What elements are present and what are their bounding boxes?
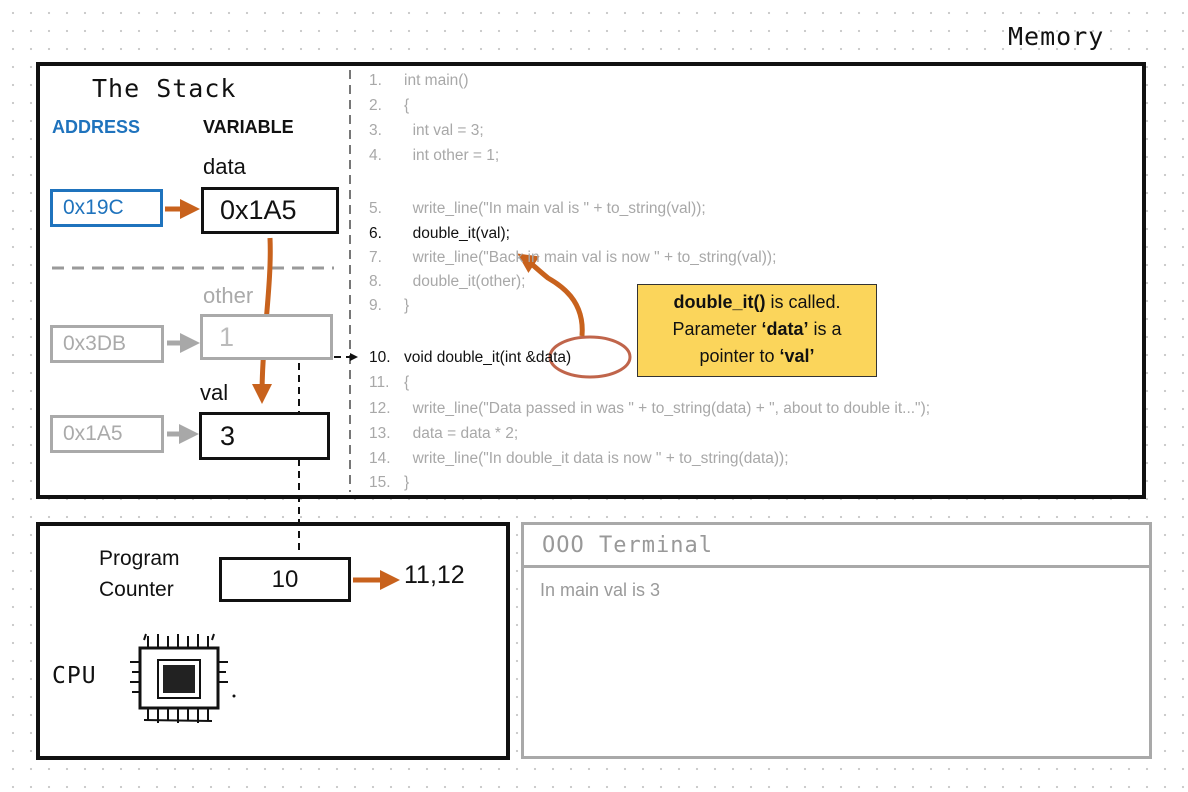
variable-name-other: other xyxy=(203,283,254,308)
code-line-current: 6. double_it(val); xyxy=(369,225,510,242)
variable-name-val: val xyxy=(200,380,229,405)
terminal-output: In main val is 3 xyxy=(540,580,661,600)
code-line: 4. int other = 1; xyxy=(369,147,500,164)
cpu-chip-icon xyxy=(130,633,236,723)
callout-note: double_it() is called. Parameter ‘data’ … xyxy=(637,284,877,377)
callout-line-3: pointer to ‘val’ xyxy=(699,346,815,366)
stack-title: The Stack xyxy=(92,74,237,103)
param-highlight-ellipse xyxy=(548,335,632,379)
cpu-label: CPU xyxy=(52,663,97,689)
value-box-other: 1 xyxy=(200,314,333,360)
code-line: 7. write_line("Back in main val is now "… xyxy=(369,249,777,266)
terminal-title-bar xyxy=(524,525,1149,568)
value-box-val: 3 xyxy=(199,412,330,460)
code-line: 14. write_line("In double_it data is now… xyxy=(369,450,789,467)
code-line: 15.} xyxy=(369,474,410,491)
code-line: 2.{ xyxy=(369,97,410,114)
code-line: 1.int main() xyxy=(369,72,469,89)
terminal-title: OOO Terminal xyxy=(542,533,713,558)
code-line-current: 10.void double_it(int &data) xyxy=(369,349,572,366)
callout-line-2: Parameter ‘data’ is a xyxy=(672,319,842,339)
code-line: 11.{ xyxy=(369,374,410,391)
code-line: 12. write_line("Data passed in was " + t… xyxy=(369,400,931,417)
memory-title: Memory xyxy=(1008,22,1105,51)
program-counter-label: Program Counter xyxy=(99,547,180,601)
variable-column-header: VARIABLE xyxy=(203,117,294,137)
terminal-window: OOO Terminal In main val is 3 xyxy=(521,522,1152,759)
code-line: 8. double_it(other); xyxy=(369,273,526,290)
code-line: 13. data = data * 2; xyxy=(369,425,519,442)
value-box-data: 0x1A5 xyxy=(201,187,339,234)
code-line: 3. int val = 3; xyxy=(369,122,484,139)
address-box-val: 0x1A5 xyxy=(50,415,164,453)
address-box-data: 0x19C xyxy=(50,189,163,227)
callout-line-1: double_it() is called. xyxy=(673,292,841,312)
code-line: 9.} xyxy=(369,297,410,314)
pointer-arrow-data-to-val xyxy=(252,237,273,404)
next-lines: 11,12 xyxy=(404,561,465,589)
address-column-header: ADDRESS xyxy=(52,117,141,137)
variable-name-data: data xyxy=(203,154,246,179)
program-counter-value: 10 xyxy=(219,557,351,602)
address-box-other: 0x3DB xyxy=(50,325,164,363)
callout-arrow xyxy=(517,253,585,337)
code-line: 5. write_line("In main val is " + to_str… xyxy=(369,200,706,217)
